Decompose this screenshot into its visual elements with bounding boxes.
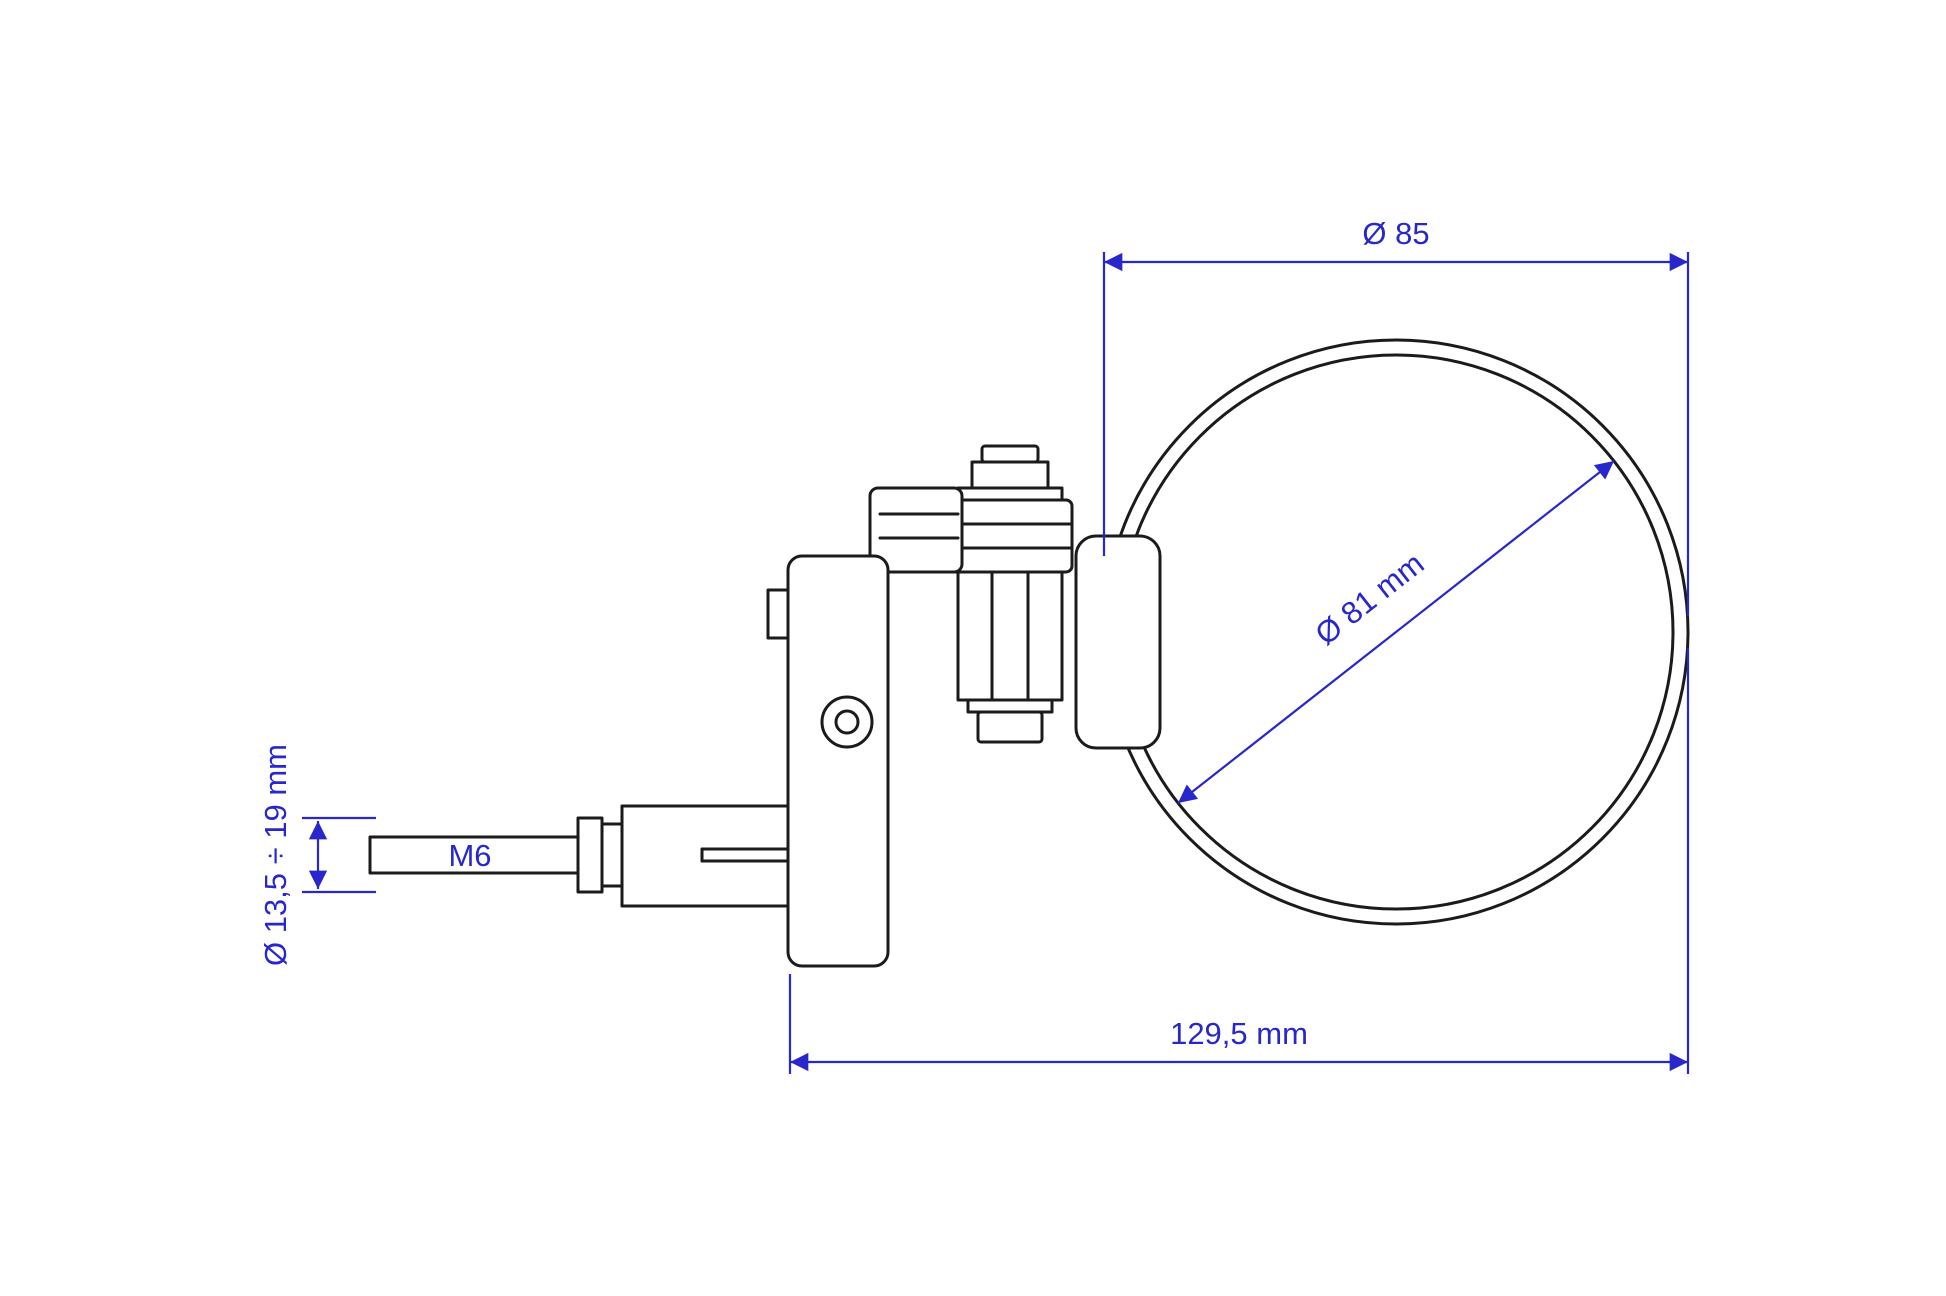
expander-washer-outer bbox=[576, 816, 604, 894]
hinge-top-washer bbox=[956, 486, 1064, 502]
hinge-bolt-cap bbox=[980, 444, 1040, 464]
dimension-label-overall-length: 129,5 mm bbox=[1170, 1016, 1308, 1051]
dimension-label-mirror-outer: Ø 85 bbox=[1362, 216, 1429, 251]
hinge-knuckle bbox=[956, 570, 1064, 702]
clamp-body-outline bbox=[786, 554, 890, 968]
clamp-body bbox=[766, 554, 890, 968]
dimension-mirror-outer: Ø 85 bbox=[1102, 216, 1690, 616]
expander-washer-inner bbox=[600, 822, 624, 888]
pivot-screw-head bbox=[820, 695, 874, 749]
hinge-bottom-washer bbox=[966, 698, 1054, 714]
dimension-mount-range: Ø 13,5 ÷ 19 mm bbox=[258, 744, 376, 966]
expander-cylinder bbox=[620, 804, 790, 908]
thread-label: M6 bbox=[448, 838, 491, 873]
pivot-hinge bbox=[946, 444, 1074, 744]
hinge-nut bbox=[976, 710, 1044, 744]
dimension-line bbox=[1177, 460, 1615, 804]
mirror-stem-housing bbox=[1074, 534, 1162, 750]
clamp-arm-outline bbox=[868, 486, 964, 574]
pivot-screw-socket bbox=[834, 709, 860, 735]
dimension-label-mount-range: Ø 13,5 ÷ 19 mm bbox=[258, 744, 293, 966]
clamp-arm bbox=[868, 486, 964, 574]
dimension-mirror-glass: Ø 81 mm bbox=[1177, 460, 1615, 804]
m6-stud bbox=[368, 835, 584, 875]
expander-stem bbox=[368, 804, 790, 908]
hinge-clamp-block bbox=[946, 498, 1074, 574]
hinge-bolt-head bbox=[970, 460, 1050, 490]
dimension-overall-length: 129,5 mm bbox=[788, 648, 1690, 1074]
set-screw bbox=[766, 588, 790, 640]
dimension-label-mirror-glass: Ø 81 mm bbox=[1309, 546, 1431, 652]
